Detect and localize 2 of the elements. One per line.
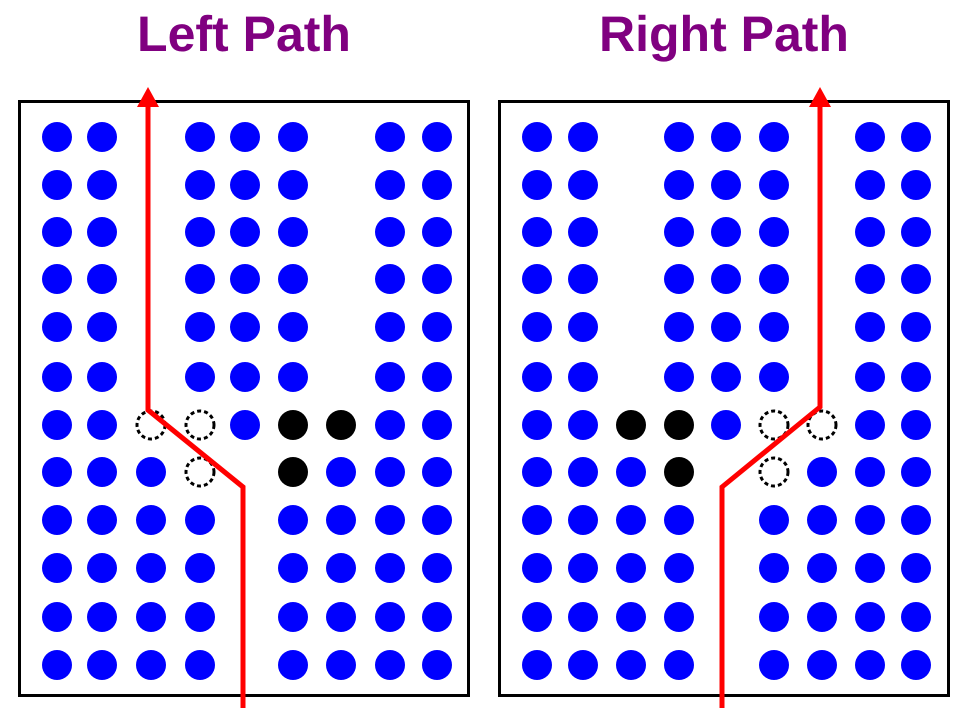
- panel-title: Right Path: [598, 5, 850, 64]
- panel-title: Left Path: [136, 5, 352, 64]
